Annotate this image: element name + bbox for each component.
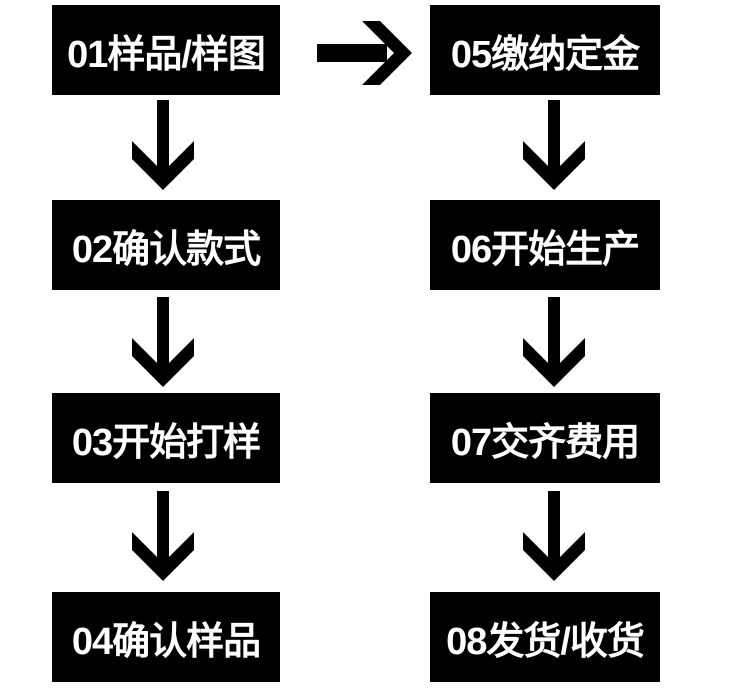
step-label-04: 04确认样品 [71,620,261,663]
step-box-08: 08发货/收货 [430,592,660,682]
step-label-02: 02确认款式 [71,228,261,271]
step-box-04: 04确认样品 [52,592,280,682]
step-box-07: 07交齐费用 [430,393,660,483]
step-label-03: 03开始打样 [71,421,261,464]
step-box-01: 01样品/样图 [52,5,280,95]
step-box-06: 06开始生产 [430,200,660,290]
arrow-down-icon [522,491,586,581]
step-label-08: 08发货/收货 [446,620,645,663]
step-label-01: 01样品/样图 [67,33,266,76]
step-label-06: 06开始生产 [450,228,640,271]
arrow-down-icon [522,100,586,190]
step-box-03: 03开始打样 [52,393,280,483]
step-box-02: 02确认款式 [52,200,280,290]
step-label-07: 07交齐费用 [450,421,640,464]
arrow-down-icon [131,100,195,190]
arrow-down-icon [131,491,195,581]
step-label-05: 05缴纳定金 [450,33,640,76]
arrow-down-icon [131,297,195,387]
arrow-right-icon [317,20,413,86]
arrow-down-icon [522,297,586,387]
step-box-05: 05缴纳定金 [430,5,660,95]
